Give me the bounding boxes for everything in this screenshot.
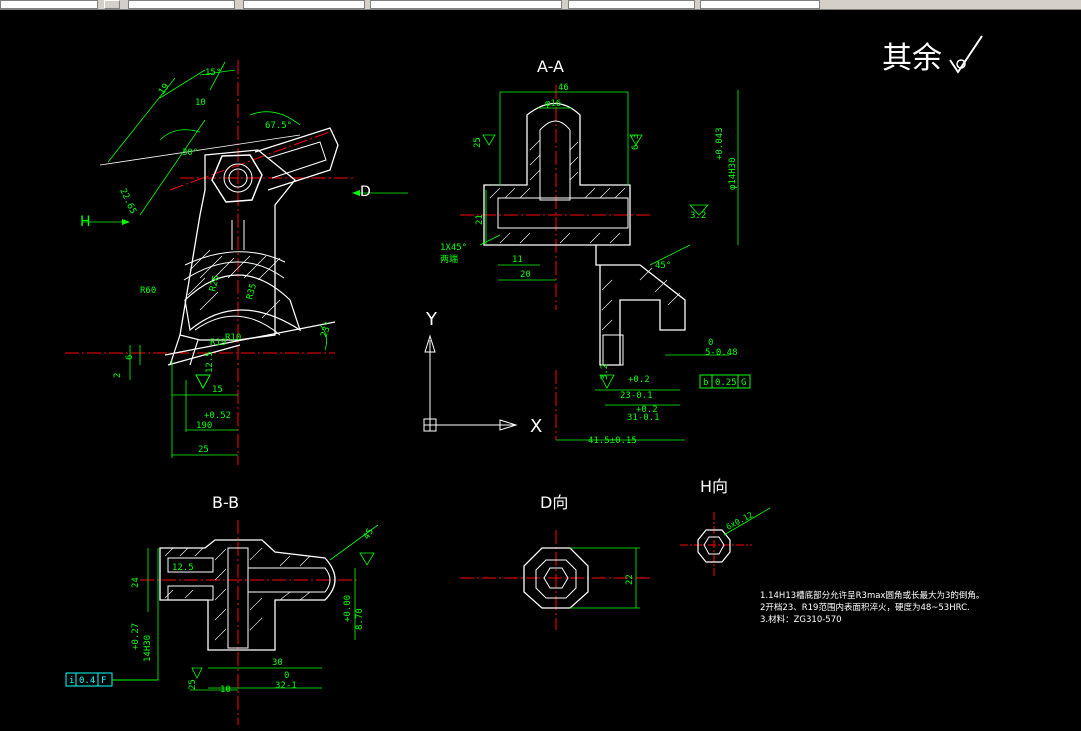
roughness-note: 其余 [882,35,983,76]
svg-text:R60: R60 [140,286,156,296]
cad-drawing: 其余 [65,35,984,725]
svg-text:+0.00: +0.00 [343,595,353,622]
svg-text:31-0.1: 31-0.1 [627,413,660,423]
view-d: D向 22 [460,493,650,630]
color-dropdown[interactable] [128,0,235,9]
svg-text:0: 0 [284,671,289,681]
main-view: 19 15° 10 67.5° 30° 22.65 R60 R26 R35 R1… [65,60,408,465]
view-d-title: D向 [540,493,568,512]
svg-text:2: 2 [113,373,123,378]
svg-text:25: 25 [188,679,198,690]
svg-text:+0.043: +0.043 [715,127,725,160]
svg-text:46: 46 [558,83,569,93]
svg-text:25: 25 [473,137,483,148]
gtol-aa: b 0.25 G [699,374,751,389]
svg-text:6x0.12: 6x0.12 [725,510,755,532]
svg-text:+0.2: +0.2 [636,405,658,415]
toolbar [0,0,1081,10]
svg-text:6.3: 6.3 [631,134,641,150]
svg-text:+0.27: +0.27 [131,623,141,650]
svg-text:i: i [69,676,74,686]
drawing-canvas[interactable]: 其余 [0,10,1081,727]
svg-text:R10: R10 [225,333,241,343]
svg-text:14H30: 14H30 [143,635,153,662]
layer-dropdown[interactable] [0,0,98,9]
svg-text:10: 10 [195,98,206,108]
svg-text:6: 6 [125,355,135,360]
layer-button[interactable] [104,0,120,9]
svg-text:41.5±0.15: 41.5±0.15 [588,436,637,446]
svg-text:G: G [741,378,746,388]
section-bb-title: B-B [212,493,239,512]
svg-text:R35: R35 [245,282,259,300]
svg-text:22: 22 [625,574,635,585]
svg-text:R19: R19 [210,338,226,348]
svg-text:R26: R26 [208,274,222,292]
svg-text:3.2: 3.2 [690,211,706,221]
svg-text:两端: 两端 [440,253,458,265]
svg-text:30: 30 [272,658,283,668]
svg-text:10: 10 [220,685,231,695]
svg-text:0.25: 0.25 [715,378,737,388]
view-h-title: H向 [700,477,728,496]
svg-text:F: F [101,676,106,686]
svg-text:5-0.48: 5-0.48 [705,348,738,358]
svg-text:67.5°: 67.5° [265,121,292,131]
svg-text:+0.2: +0.2 [628,375,650,385]
svg-text:45°: 45° [655,261,671,271]
roughness-note-text: 其余 [882,41,942,76]
svg-text:45: 45 [362,527,376,541]
svg-text:0.4: 0.4 [79,676,95,686]
svg-text:23-0.1: 23-0.1 [620,391,653,401]
svg-text:190: 190 [196,421,212,431]
view-h: H向 6x0.12 [680,477,771,578]
svg-text:15°: 15° [205,68,221,78]
svg-text:15: 15 [212,385,223,395]
svg-text:24: 24 [131,577,141,588]
note-1: 1.14H13槽底部分允许呈R3max圆角或长最大为3的倒角。 [760,590,984,601]
arrow-d-label: D [360,184,371,200]
arrow-h-label: H [80,214,91,230]
svg-text:21: 21 [475,214,485,225]
section-bb: B-B 24 [65,493,379,725]
ucs-icon: Y X [423,309,542,437]
roughness-symbol-icon [949,35,983,74]
note-2: 2开档23、R19范围内表面积淬火，硬度为48~53HRC. [760,602,970,613]
svg-text:30°: 30° [182,148,198,158]
svg-text:φ16: φ16 [545,99,561,109]
note-3: 3.材料：ZG310-570 [760,614,842,625]
section-aa-title: A-A [537,57,564,76]
svg-text:3.2: 3.2 [600,364,610,380]
section-aa: A-A [440,57,751,446]
svg-text:12.5: 12.5 [205,351,215,373]
svg-text:1X45°: 1X45° [440,243,467,253]
svg-text:b: b [703,378,708,388]
svg-text:X: X [530,416,542,437]
svg-text:25: 25 [198,445,209,455]
svg-text:+0.52: +0.52 [204,411,231,421]
svg-text:32-1: 32-1 [275,681,297,691]
svg-text:8.70: 8.70 [355,608,365,630]
svg-text:11: 11 [512,255,523,265]
svg-text:23°: 23° [319,320,334,339]
lineweight-dropdown[interactable] [370,0,562,9]
technical-notes: 1.14H13槽底部分允许呈R3max圆角或长最大为3的倒角。 2开档23、R1… [760,590,984,625]
svg-text:0: 0 [708,338,713,348]
style-dropdown[interactable] [700,0,820,9]
svg-text:12.5: 12.5 [172,563,194,573]
svg-text:φ14H30: φ14H30 [728,157,738,190]
linetype-dropdown[interactable] [243,0,365,9]
svg-text:20: 20 [520,270,531,280]
plotstyle-dropdown[interactable] [568,0,695,9]
svg-text:Y: Y [425,309,438,330]
gtol-bb: i 0.4 F [65,672,158,687]
svg-text:22.65: 22.65 [117,187,138,216]
